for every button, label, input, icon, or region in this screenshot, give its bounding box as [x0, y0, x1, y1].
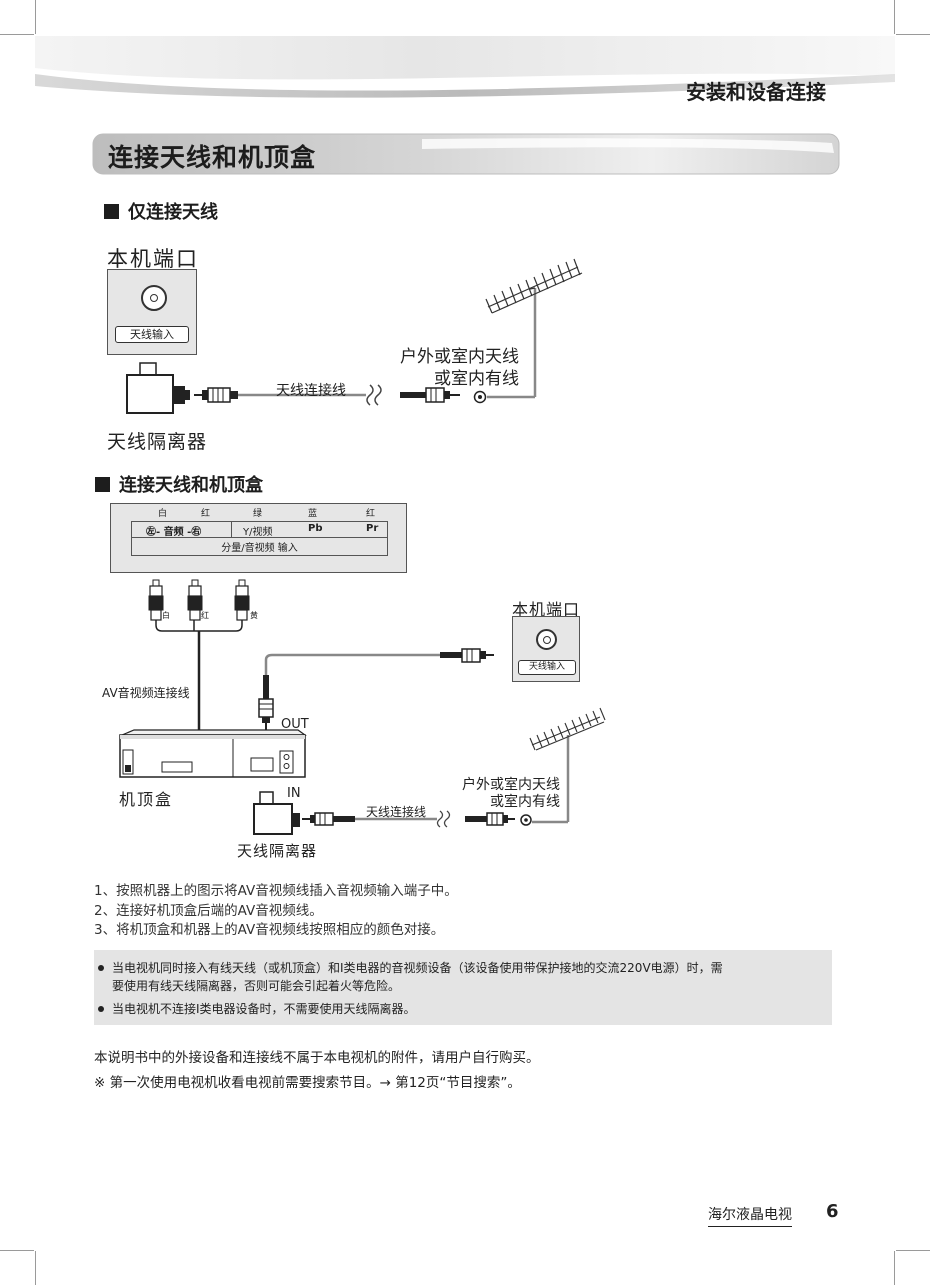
antenna-label-4: 或室内有线	[490, 794, 560, 810]
footer-note-1: 本说明书中的外接设备和连接线不属于本电视机的附件，请用户自行购买。	[94, 1050, 540, 1066]
rca-plug-icon	[148, 579, 164, 621]
in-label: IN	[287, 786, 301, 801]
section-title-bar	[92, 133, 840, 175]
isolator-label: 天线隔离器	[107, 431, 208, 453]
coax-plug-icon	[194, 387, 238, 403]
yvideo-cell: Y/视频	[243, 527, 273, 538]
square-bullet-icon	[104, 204, 119, 219]
subtitle-antenna-stb: 连接天线和机顶盒	[95, 471, 263, 497]
color-label: 蓝	[308, 509, 318, 519]
antenna-jack-icon	[536, 629, 557, 650]
step-item: 1、按照机器上的图示将AV音视频线插入音视频输入端子中。	[94, 883, 458, 899]
step-item: 2、连接好机顶盒后端的AV音视频线。	[94, 903, 323, 919]
header-decoration	[35, 36, 895, 106]
av-input-row: ㊧- 音频 -㊨ Y/视频 Pb Pr	[132, 522, 387, 538]
crop-mark	[896, 1250, 930, 1251]
stb-connection-diagram	[119, 579, 606, 835]
pr-cell: Pr	[366, 523, 379, 534]
cable-label: 天线连接线	[276, 383, 346, 399]
coax-plug-icon	[258, 675, 274, 733]
antenna-icon	[529, 707, 606, 751]
isolator-label-2: 天线隔离器	[237, 842, 318, 860]
note-box: 当电视机同时接入有线天线（或机顶盒）和I类电器的音视频设备（该设备使用带保护接地…	[94, 950, 832, 1025]
crop-mark	[0, 1250, 34, 1251]
antenna-icon	[485, 258, 583, 314]
rca-plug-icon	[187, 579, 203, 621]
antenna-label-2: 或室内有线	[434, 369, 519, 389]
stb-label: 机顶盒	[119, 790, 174, 809]
av-input-table: ㊧- 音频 -㊨ Y/视频 Pb Pr 分量/音视频 输入	[131, 521, 388, 556]
plug-label-white: 白	[162, 611, 170, 620]
out-label: OUT	[281, 717, 309, 732]
antenna-input-label-2: 天线输入	[518, 660, 576, 675]
isolator-icon	[126, 362, 190, 414]
divider	[231, 522, 232, 537]
crop-mark	[894, 1251, 895, 1285]
section-title: 连接天线和机顶盒	[108, 143, 317, 172]
plug-label-yellow: 黄	[250, 611, 258, 620]
coax-plug-icon	[400, 387, 460, 403]
crop-mark	[894, 0, 895, 34]
coax-plug-icon	[465, 812, 515, 826]
antenna-label-3: 户外或室内天线	[462, 777, 560, 793]
page-number: 6	[826, 1201, 839, 1222]
square-bullet-icon	[95, 477, 110, 492]
av-input-panel: 白 红 绿 蓝 红 ㊧- 音频 -㊨ Y/视频 Pb Pr 分量/音视频 输入	[110, 503, 407, 573]
bullet-icon	[98, 965, 104, 971]
rca-plug-icon	[234, 579, 250, 621]
note-item: 当电视机同时接入有线天线（或机顶盒）和I类电器的音视频设备（该设备使用带保护接地…	[98, 959, 723, 977]
chapter-title: 安装和设备连接	[686, 80, 826, 104]
crop-mark	[896, 34, 930, 35]
cable-label-2: 天线连接线	[366, 805, 427, 819]
color-label: 红	[201, 509, 211, 519]
color-label: 红	[366, 509, 376, 519]
crop-mark	[0, 34, 34, 35]
footer-note-2: ※ 第一次使用电视机收看电视前需要搜索节目。→ 第12页“节目搜索”。	[94, 1075, 521, 1091]
plug-label-red: 红	[201, 611, 209, 620]
crop-mark	[35, 1251, 36, 1285]
port-title: 本机端口	[107, 247, 199, 271]
av-input-label: 分量/音视频 输入	[221, 543, 298, 554]
pb-cell: Pb	[308, 523, 323, 534]
crop-mark	[35, 0, 36, 34]
set-top-box-icon	[119, 729, 307, 778]
note-item-cont: 要使用有线天线隔离器，否则可能会引起着火等危险。	[112, 979, 401, 993]
brand-label: 海尔液晶电视	[708, 1204, 792, 1227]
coax-plug-icon	[302, 812, 355, 826]
antenna-input-label: 天线输入	[115, 326, 189, 343]
av-cable-label: AV音视频连接线	[102, 686, 190, 700]
color-label: 白	[158, 509, 168, 519]
audio-cell: ㊧- 音频 -㊨	[146, 527, 202, 538]
bullet-icon	[98, 1006, 104, 1012]
antenna-label-1: 户外或室内天线	[400, 347, 519, 367]
note-item: 当电视机不连接I类电器设备时，不需要使用天线隔离器。	[98, 1000, 416, 1018]
antenna-jack-icon	[141, 285, 167, 311]
coax-plug-icon	[440, 648, 494, 663]
color-label: 绿	[253, 509, 263, 519]
subtitle-antenna-only: 仅连接天线	[104, 198, 218, 224]
antenna-connection-diagram	[126, 258, 583, 414]
step-item: 3、将机顶盒和机器上的AV音视频线按照相应的颜色对接。	[94, 922, 445, 938]
port-title-2: 本机端口	[512, 600, 581, 619]
isolator-icon	[253, 791, 300, 835]
